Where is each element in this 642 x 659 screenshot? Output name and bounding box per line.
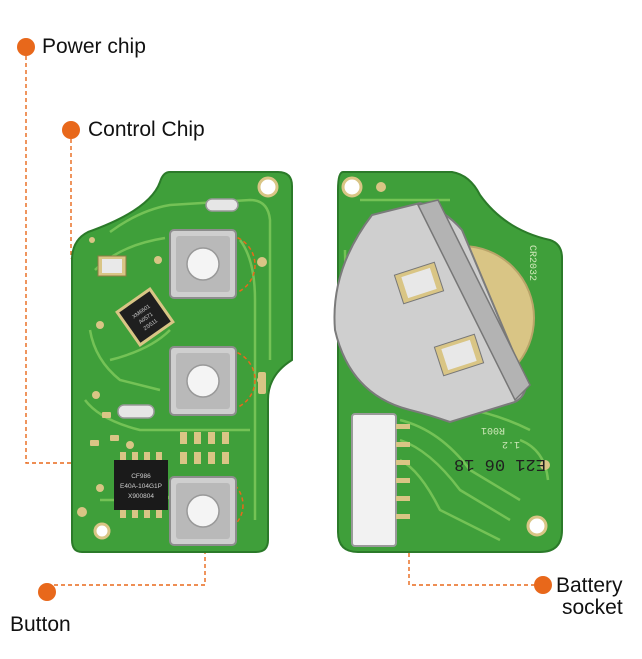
power-chip-marker: [17, 38, 35, 56]
battery-socket-marker: [534, 576, 552, 594]
svg-text:1.2: 1.2: [502, 438, 520, 449]
left-pcb-board: XM6601 A0571 ZS511 CF986 E40A-104G1P X90…: [71, 171, 293, 553]
battery-socket-label-line1: Battery: [556, 574, 623, 597]
svg-text:X900804: X900804: [128, 493, 154, 500]
control-chip: XM6601 A0571 ZS511: [115, 287, 175, 347]
tactile-switch-2: [169, 346, 237, 416]
battery-holder: [333, 199, 531, 424]
button-marker: [38, 583, 56, 601]
tactile-switch-3: [169, 476, 237, 546]
svg-text:CR2032: CR2032: [526, 245, 537, 281]
svg-text:E21 06 18: E21 06 18: [454, 454, 546, 473]
svg-text:E40A-104G1P: E40A-104G1P: [120, 483, 162, 490]
svg-text:R001: R001: [481, 424, 505, 435]
button-leader-line: [47, 520, 206, 586]
control-chip-label: Control Chip: [88, 118, 205, 141]
battery-socket-label-line2: socket: [562, 596, 623, 619]
right-pcb-board: E21 06 18 CR2032 R001 1.2: [333, 171, 563, 553]
power-chip: CF986 E40A-104G1P X900804: [114, 452, 168, 518]
svg-text:CF986: CF986: [131, 473, 151, 480]
button-label: Button: [10, 613, 71, 636]
power-chip-label: Power chip: [42, 35, 146, 58]
control-chip-marker: [62, 121, 80, 139]
connector: [351, 413, 410, 547]
tactile-switch-1: [169, 229, 237, 299]
control-chip-leader-line: [70, 139, 113, 301]
